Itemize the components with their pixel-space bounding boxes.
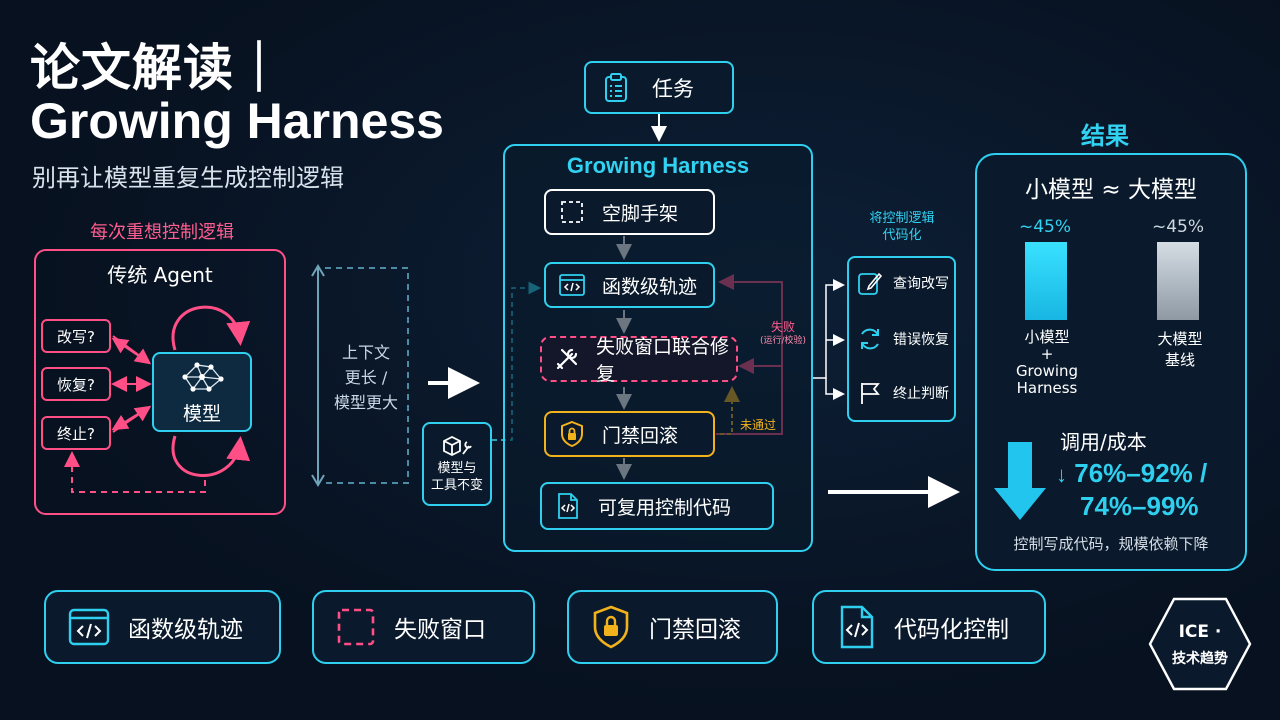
big-down-arrow-icon xyxy=(994,442,1046,520)
code-window-icon xyxy=(558,271,586,299)
not-pass-label: 未通过 xyxy=(740,418,777,432)
code-file-icon xyxy=(554,492,582,520)
shield-lock-icon xyxy=(593,605,629,649)
codify-caption: 将控制逻辑 代码化 xyxy=(869,211,935,243)
code-window-icon xyxy=(68,608,110,646)
bar-large-name: 大模型 基线 xyxy=(1157,330,1203,369)
code-file-icon xyxy=(840,605,874,649)
question-rewrite: 改写? xyxy=(41,319,111,353)
neural-network-icon xyxy=(182,361,224,392)
tools-node: 模型与 工具不变 xyxy=(422,422,492,506)
codify-item-recovery: 错误恢复 xyxy=(857,326,949,352)
feature-failure-window: 失败窗口 xyxy=(312,590,535,664)
refresh-icon xyxy=(861,328,879,350)
flag-icon xyxy=(861,383,880,404)
loop-arrow-top xyxy=(171,305,251,351)
task-label: 任务 xyxy=(652,76,694,101)
question-recover: 恢复? xyxy=(41,367,111,401)
brand-hexagon xyxy=(1148,597,1252,691)
bar-small-value-label: ~45% xyxy=(1018,217,1072,237)
left-caption: 每次重想控制逻辑 xyxy=(90,222,234,243)
harness-title: Growing Harness xyxy=(566,153,750,178)
cost-note: 控制写成代码，规模依赖下降 xyxy=(1013,535,1209,553)
step-label: 函数级轨迹 xyxy=(602,275,698,298)
model-node: 模型 xyxy=(152,352,252,432)
small-down-arrow-icon: ↓ xyxy=(1056,462,1067,487)
results-header: 结果 xyxy=(1081,122,1129,150)
brand-line1: ICE · xyxy=(1178,622,1222,642)
model-label: 模型 xyxy=(182,402,221,425)
context-label: 上下文 更长 / 模型更大 xyxy=(333,343,398,412)
tools-cross-icon xyxy=(554,345,580,373)
fail-annotation: 失败 (运行/校验) xyxy=(758,320,808,348)
cube-wrench-icon xyxy=(443,435,472,457)
step-gate-rollback: 门禁回滚 xyxy=(544,411,715,457)
compare-title: 小模型 ≈ 大模型 xyxy=(1025,177,1197,203)
bar-large-value-label: ~45% xyxy=(1151,217,1205,237)
loop-arrow-bottom xyxy=(171,435,251,477)
clipboard-icon xyxy=(605,72,627,102)
step-function-trajectory: 函数级轨迹 xyxy=(544,262,715,308)
feature-function-trajectory: 函数级轨迹 xyxy=(44,590,281,664)
feature-gate-rollback: 门禁回滚 xyxy=(567,590,778,664)
cost-reduction-line1: ↓ 76%–92% / xyxy=(1056,458,1208,488)
codify-item-rewrite: 查询改写 xyxy=(857,270,949,296)
question-terminate: 终止? xyxy=(41,416,111,450)
step-label: 可复用控制代码 xyxy=(598,496,732,519)
page-title: 论文解读｜ xyxy=(30,39,285,97)
bar-small-model xyxy=(1025,242,1067,320)
page-title-english: Growing Harness xyxy=(30,93,444,149)
fail-label: 失败 xyxy=(770,320,795,334)
bar-large-model xyxy=(1157,242,1199,320)
cost-reduction-line2: 74%–99% xyxy=(1080,491,1199,521)
task-node: 任务 xyxy=(584,61,734,114)
brand-line2: 技术趋势 xyxy=(1172,651,1228,667)
step-reusable-control-code: 可复用控制代码 xyxy=(540,482,774,530)
shield-lock-icon xyxy=(558,420,586,448)
step-label: 失败窗口联合修复 xyxy=(596,336,730,385)
fail-sub-label: (运行/校验) xyxy=(759,336,807,346)
traditional-agent-panel xyxy=(34,249,286,515)
traditional-agent-title: 传统 Agent xyxy=(107,263,213,287)
cost-title: 调用/成本 xyxy=(1060,430,1147,454)
codify-item-termination: 终止判断 xyxy=(857,380,949,406)
step-label: 空脚手架 xyxy=(602,202,679,225)
step-empty-scaffold: 空脚手架 xyxy=(544,189,715,235)
edit-icon xyxy=(858,272,883,295)
empty-square-icon xyxy=(558,198,586,226)
tools-label: 模型与 工具不变 xyxy=(430,461,483,493)
bar-small-name: 小模型 + Growing Harness xyxy=(1015,328,1079,397)
feature-codified-control: 代码化控制 xyxy=(812,590,1046,664)
step-failure-window-repair: 失败窗口联合修复 xyxy=(540,336,738,385)
page-subtitle: 别再让模型重复生成控制逻辑 xyxy=(32,164,344,192)
step-label: 门禁回滚 xyxy=(602,424,679,447)
dashed-square-icon xyxy=(337,608,375,646)
